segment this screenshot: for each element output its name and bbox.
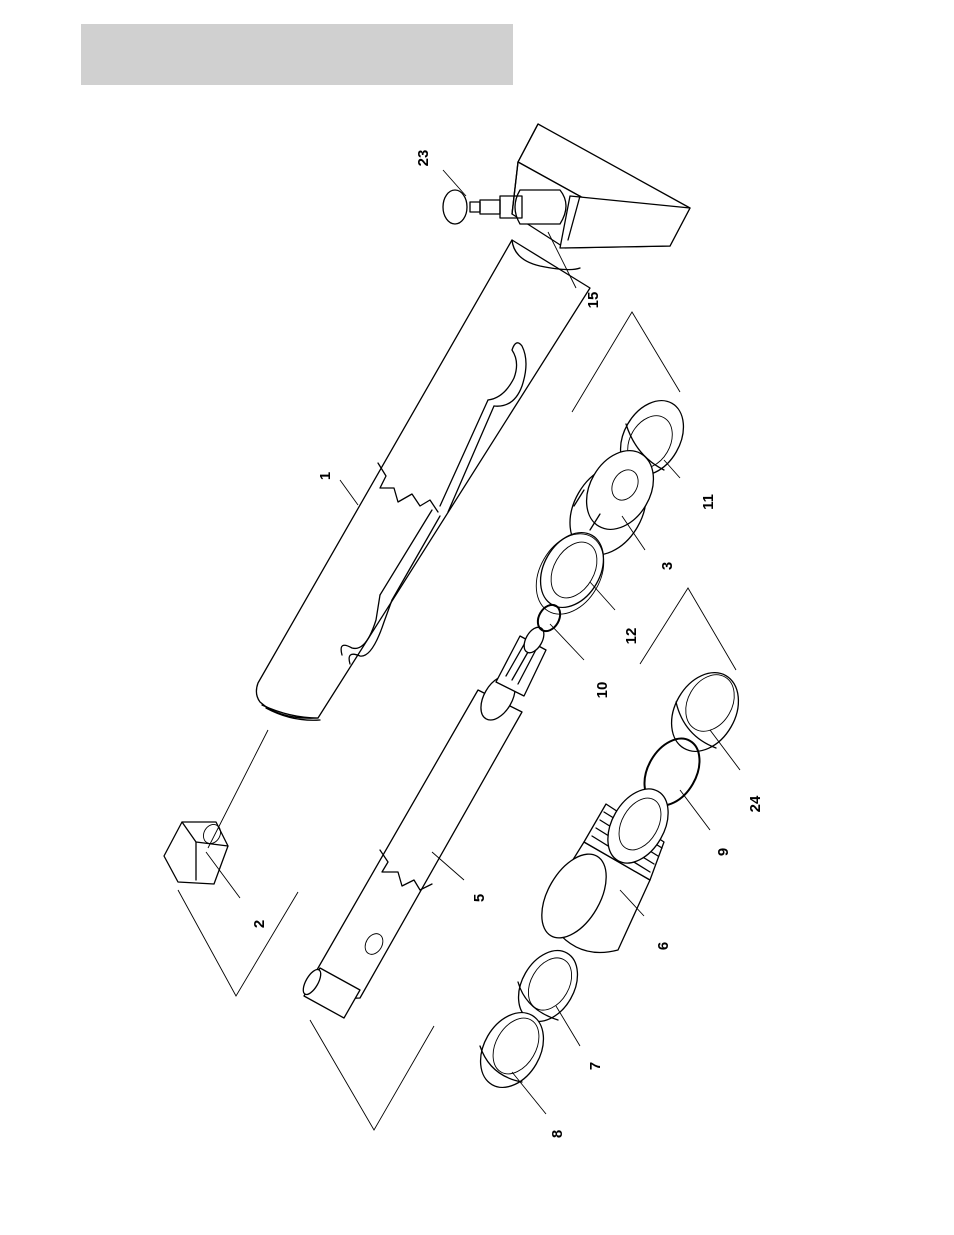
gland <box>528 778 680 952</box>
callout-5: 5 <box>471 894 488 902</box>
callout-8: 8 <box>549 1130 566 1138</box>
callout-24: 24 <box>747 795 764 812</box>
nut <box>164 821 228 884</box>
bushing-24 <box>658 661 752 764</box>
callout-2: 2 <box>251 920 268 928</box>
callout-15: 15 <box>585 292 602 309</box>
callout-1: 1 <box>317 472 334 480</box>
leader-lines <box>178 170 740 1130</box>
callout-12: 12 <box>623 628 640 645</box>
callout-11: 11 <box>700 494 717 510</box>
callout-10: 10 <box>594 682 611 699</box>
callout-9: 9 <box>715 848 732 856</box>
callout-6: 6 <box>655 942 672 950</box>
callout-3: 3 <box>659 562 676 570</box>
valve-block <box>443 124 690 248</box>
callout-23: 23 <box>415 150 432 167</box>
callout-7: 7 <box>587 1062 604 1070</box>
